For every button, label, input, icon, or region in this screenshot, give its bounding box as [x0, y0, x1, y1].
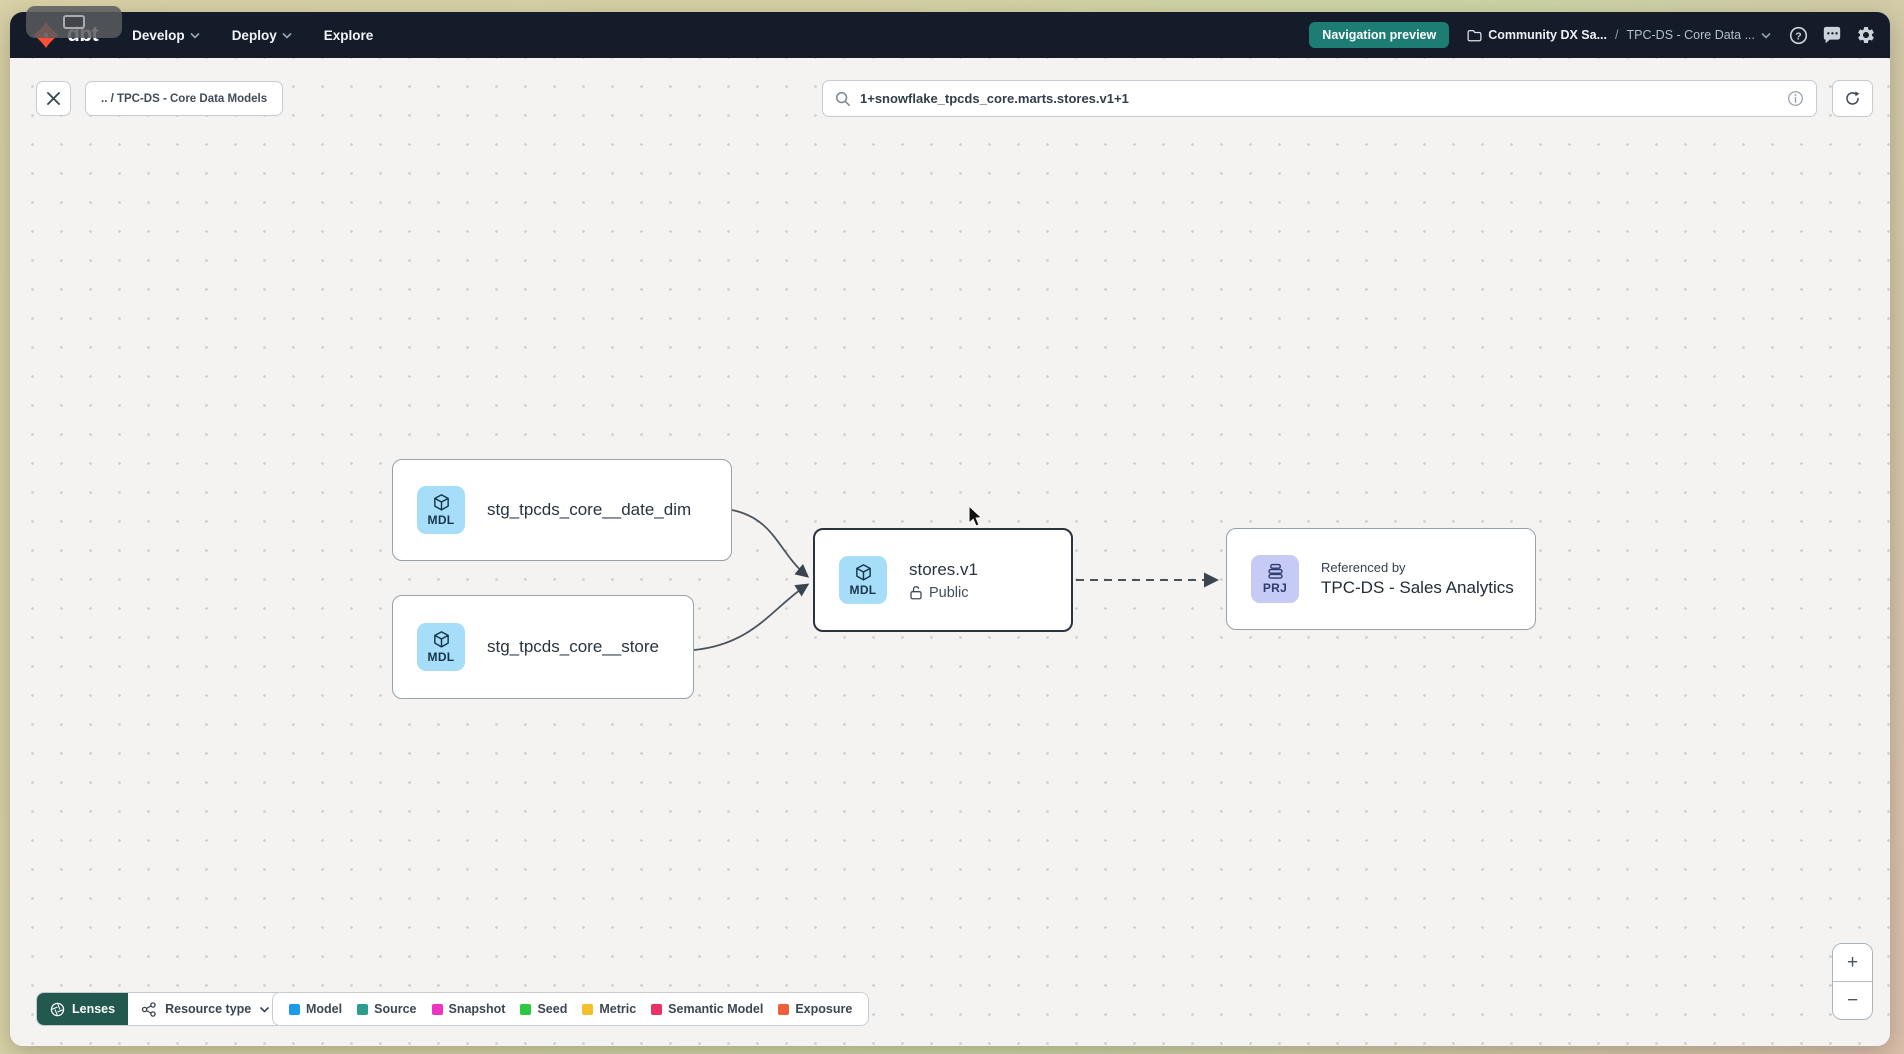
project-resource-icon: PRJ: [1251, 555, 1299, 603]
node-stores-v1-selected[interactable]: MDL stores.v1 Public: [813, 528, 1073, 632]
resource-type-legend: Model Source Snapshot Seed Metric: [272, 992, 870, 1026]
app-window: dbt Develop Deploy Explore Navigation pr…: [10, 12, 1890, 1046]
legend-item-semantic-model: Semantic Model: [651, 1002, 763, 1016]
selector-search-input[interactable]: [860, 91, 1778, 106]
lineage-canvas[interactable]: .. / TPC-DS - Core Data Models: [10, 58, 1890, 1046]
close-icon: [47, 92, 60, 105]
breadcrumb-page[interactable]: TPC-DS - Core Data ...: [1627, 28, 1772, 42]
node-label: stores.v1: [909, 559, 978, 579]
breadcrumb: Community DX Sa... / TPC-DS - Core Data …: [1467, 28, 1771, 42]
resource-type-dropdown[interactable]: Resource type: [128, 993, 284, 1025]
info-icon[interactable]: [1787, 90, 1804, 107]
legend-item-exposure: Exposure: [778, 1002, 852, 1016]
mouse-cursor: [968, 506, 983, 527]
referenced-by-caption: Referenced by: [1321, 560, 1406, 575]
chevron-down-icon: [282, 32, 292, 39]
navbar-right: Navigation preview Community DX Sa... / …: [1309, 22, 1876, 48]
chevron-down-icon: [1761, 32, 1771, 39]
database-stack-icon: [1267, 563, 1283, 579]
model-resource-icon: MDL: [417, 623, 465, 671]
model-resource-icon: MDL: [839, 556, 887, 604]
legend-item-metric: Metric: [582, 1002, 636, 1016]
lenses-button[interactable]: Lenses: [37, 993, 129, 1025]
model-resource-icon: MDL: [417, 486, 465, 534]
legend-swatch: [778, 1003, 790, 1015]
node-stg-tpcds-core-store[interactable]: MDL stg_tpcds_core__store: [392, 595, 694, 699]
window-tab-artifact: [26, 6, 122, 38]
access-level: Public: [909, 585, 978, 601]
navigation-preview-badge[interactable]: Navigation preview: [1309, 22, 1450, 48]
resource-graph-icon: [141, 1001, 156, 1017]
node-stg-tpcds-core-date-dim[interactable]: MDL stg_tpcds_core__date_dim: [392, 459, 732, 561]
cube-icon: [433, 494, 449, 511]
legend-swatch: [357, 1003, 369, 1015]
breadcrumb-project[interactable]: Community DX Sa...: [1467, 28, 1607, 42]
node-text: stores.v1 Public: [909, 560, 978, 601]
legend-swatch: [289, 1003, 300, 1015]
edge-date-dim-to-stores: [731, 509, 810, 578]
edge-store-to-stores: [693, 583, 810, 651]
menu-develop[interactable]: Develop: [132, 28, 200, 43]
node-referenced-by-project[interactable]: PRJ Referenced by TPC-DS - Sales Analyti…: [1226, 528, 1536, 630]
lineage-path-chip[interactable]: .. / TPC-DS - Core Data Models: [85, 81, 284, 116]
legend-swatch: [520, 1003, 532, 1015]
lineage-search-bar: [822, 80, 1817, 117]
zoom-in-button[interactable]: +: [1833, 944, 1872, 982]
node-label: TPC-DS - Sales Analytics: [1321, 578, 1514, 597]
close-lineage-button[interactable]: [36, 81, 71, 116]
main-menu: Develop Deploy Explore: [132, 28, 373, 43]
lens-aperture-icon: [50, 1002, 65, 1016]
legend-item-seed: Seed: [520, 1002, 567, 1016]
menu-explore[interactable]: Explore: [323, 27, 374, 43]
cube-icon: [433, 631, 449, 648]
legend-swatch: [431, 1003, 443, 1015]
legend-item-snapshot: Snapshot: [431, 1002, 505, 1016]
tab-glyph-icon: [63, 15, 85, 29]
svg-text:?: ?: [1795, 31, 1801, 42]
menu-deploy[interactable]: Deploy: [232, 28, 292, 43]
folder-icon: [1467, 29, 1482, 41]
navbar-icon-buttons: ?: [1789, 25, 1876, 45]
refresh-lineage-button[interactable]: [1832, 80, 1873, 117]
chevron-down-icon: [260, 1006, 270, 1013]
node-text: Referenced by TPC-DS - Sales Analytics: [1321, 560, 1514, 598]
help-icon[interactable]: ?: [1789, 26, 1808, 45]
chevron-down-icon: [190, 32, 200, 39]
breadcrumb-separator: /: [1615, 28, 1619, 42]
settings-gear-icon[interactable]: [1856, 25, 1876, 45]
legend-swatch: [582, 1003, 594, 1015]
zoom-out-button[interactable]: −: [1833, 982, 1872, 1019]
legend-swatch: [651, 1003, 663, 1015]
node-label: stg_tpcds_core__date_dim: [487, 500, 692, 519]
search-icon: [836, 91, 850, 106]
legend-item-model: Model: [289, 1002, 342, 1016]
refresh-icon: [1846, 91, 1860, 105]
lenses-control: Lenses Resource type: [36, 992, 285, 1026]
top-navbar: dbt Develop Deploy Explore Navigation pr…: [10, 12, 1890, 58]
lock-open-icon: [910, 586, 922, 600]
feedback-chat-icon[interactable]: [1822, 26, 1842, 45]
legend-item-source: Source: [357, 1002, 417, 1016]
cube-icon: [855, 564, 871, 581]
zoom-control: + −: [1832, 943, 1873, 1020]
node-label: stg_tpcds_core__store: [487, 637, 659, 656]
